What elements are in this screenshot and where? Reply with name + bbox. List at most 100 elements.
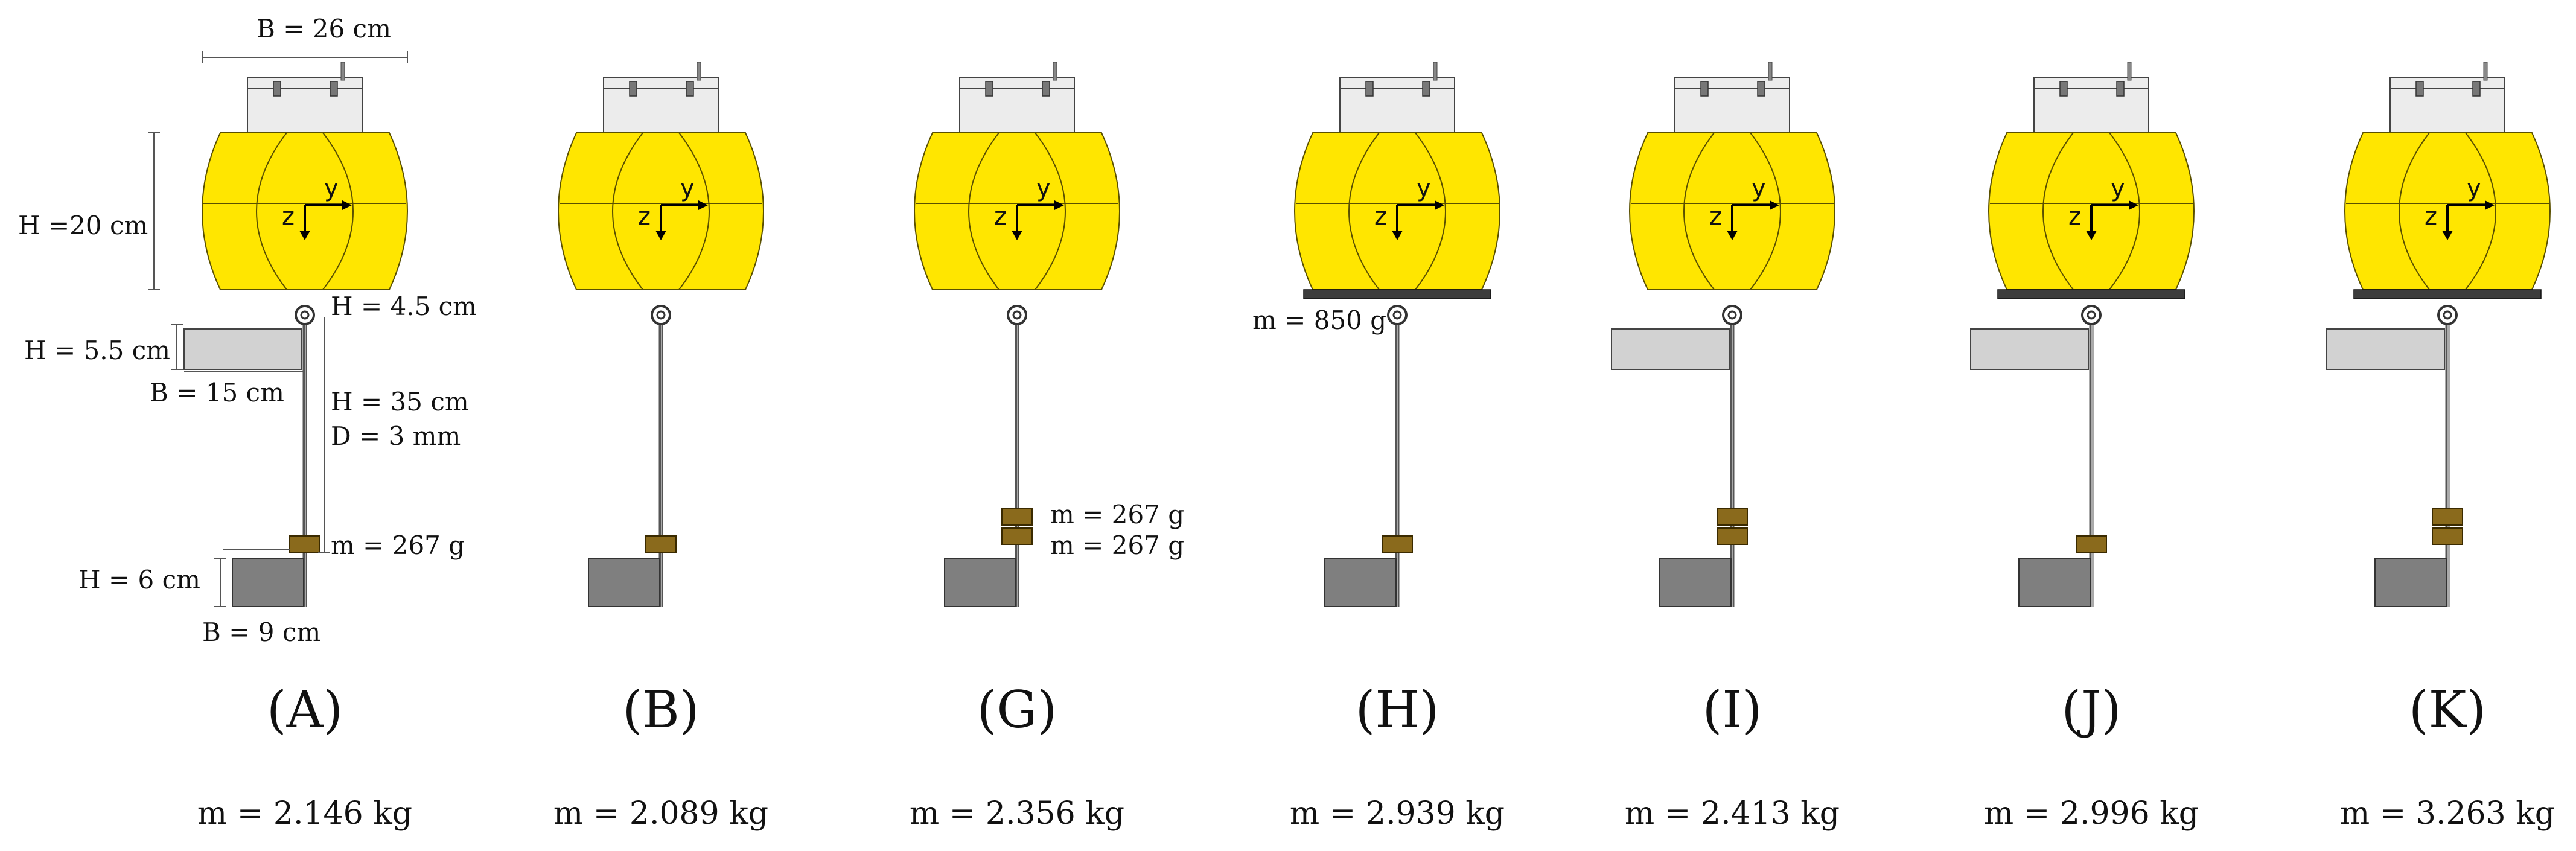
ballast-height-label: H = 6 cm bbox=[78, 565, 200, 594]
buoy-panel-j: yz bbox=[1970, 62, 2195, 607]
joint-height-label: H = 4.5 cm bbox=[331, 292, 477, 321]
buoy-panel-b: yz bbox=[558, 62, 764, 607]
brass-mass bbox=[645, 535, 677, 553]
housing-latch bbox=[2059, 81, 2068, 97]
housing-latch bbox=[273, 81, 281, 97]
plate-width-label: B = 15 cm bbox=[150, 378, 284, 407]
float-seam bbox=[2465, 132, 2496, 290]
float-seam bbox=[256, 132, 287, 290]
z-axis-arrow bbox=[299, 231, 310, 240]
ballast-block bbox=[588, 558, 660, 607]
mass-g-bottom-label: m = 267 g bbox=[1050, 531, 1184, 560]
z-axis-label: z bbox=[282, 203, 295, 231]
antenna bbox=[697, 62, 701, 81]
antenna bbox=[2483, 62, 2488, 81]
housing-latch bbox=[2472, 81, 2481, 97]
float-seam bbox=[1683, 132, 1715, 290]
buoy-panel-a: yz bbox=[183, 62, 408, 607]
housing-latch bbox=[629, 81, 637, 97]
ring-joint-inner bbox=[2087, 310, 2096, 320]
rod-height-label: H = 35 cm bbox=[331, 387, 469, 416]
panel-label: (A) bbox=[267, 680, 343, 739]
panel-label: (H) bbox=[1356, 680, 1439, 739]
housing-box bbox=[247, 77, 363, 133]
y-axis-label: y bbox=[2111, 174, 2125, 202]
float-seam bbox=[1750, 132, 1781, 290]
ring-joint-inner bbox=[1392, 310, 1402, 320]
housing-box bbox=[1339, 77, 1455, 133]
housing-latch bbox=[1042, 81, 1050, 97]
brass-mass bbox=[1717, 508, 1748, 526]
panel-label: (J) bbox=[2061, 680, 2121, 739]
brass-mass bbox=[2432, 527, 2463, 545]
y-axis-arrow bbox=[2129, 200, 2138, 210]
housing-latch bbox=[2116, 81, 2125, 97]
side-plate bbox=[183, 328, 302, 370]
ballast-block bbox=[1324, 558, 1397, 607]
antenna bbox=[340, 62, 345, 81]
y-axis-label: y bbox=[680, 174, 695, 202]
brass-mass bbox=[1382, 535, 1413, 553]
y-axis-label: y bbox=[1036, 174, 1051, 202]
housing-latch bbox=[330, 81, 338, 97]
ballast-width-label: B = 9 cm bbox=[202, 617, 320, 647]
z-axis-label: z bbox=[994, 203, 1007, 231]
ballast-block bbox=[944, 558, 1016, 607]
panel-total-mass: m = 2.413 kg bbox=[1625, 795, 1840, 832]
ballast-block bbox=[1659, 558, 1732, 607]
float-seam bbox=[968, 132, 999, 290]
float-width-label: B = 26 cm bbox=[257, 14, 391, 43]
housing-latch bbox=[1757, 81, 1765, 97]
housing-latch bbox=[1365, 81, 1374, 97]
z-axis-label: z bbox=[2068, 203, 2081, 231]
dimension-annotations bbox=[148, 51, 408, 607]
panel-total-mass: m = 2.939 kg bbox=[1290, 795, 1505, 832]
brass-mass bbox=[2432, 508, 2463, 526]
y-axis-arrow bbox=[1770, 200, 1779, 210]
panel-total-mass: m = 2.146 kg bbox=[197, 795, 412, 832]
mass-g-top-label: m = 267 g bbox=[1050, 500, 1184, 529]
float-seam bbox=[1415, 132, 1446, 290]
float-seam bbox=[678, 132, 710, 290]
antenna bbox=[1053, 62, 1057, 81]
z-axis-label: z bbox=[638, 203, 651, 231]
plate-height-label: H = 5.5 cm bbox=[24, 336, 170, 365]
panel-total-mass: m = 2.356 kg bbox=[910, 795, 1124, 832]
mass-label: m = 267 g bbox=[331, 531, 465, 560]
z-axis-arrow bbox=[2442, 231, 2453, 240]
ring-joint-inner bbox=[656, 310, 666, 320]
antenna bbox=[1768, 62, 1773, 81]
y-axis-label: y bbox=[1417, 174, 1431, 202]
panel-total-mass: m = 2.996 kg bbox=[1984, 795, 2199, 832]
panel-label: (K) bbox=[2409, 680, 2486, 739]
ballast-block bbox=[232, 558, 304, 607]
y-axis-arrow bbox=[342, 200, 352, 210]
housing-latch bbox=[686, 81, 694, 97]
float-seam bbox=[322, 132, 354, 290]
housing-latch bbox=[1700, 81, 1709, 97]
housing-box bbox=[2033, 77, 2149, 133]
ring-joint-inner bbox=[1012, 310, 1022, 320]
ring-joint-inner bbox=[300, 310, 310, 320]
housing-box bbox=[603, 77, 719, 133]
z-axis-arrow bbox=[1392, 231, 1403, 240]
brass-mass bbox=[1001, 508, 1033, 526]
brass-mass bbox=[1717, 527, 1748, 545]
float-height-label: H =20 cm bbox=[18, 211, 148, 240]
y-axis-arrow bbox=[698, 200, 708, 210]
panel-total-mass: m = 3.263 kg bbox=[2340, 795, 2555, 832]
housing-box bbox=[1674, 77, 1790, 133]
z-axis-label: z bbox=[2425, 203, 2437, 231]
bottom-plate bbox=[1303, 289, 1491, 299]
side-plate bbox=[1611, 328, 1730, 370]
y-axis-label: y bbox=[324, 174, 339, 202]
ballast-block bbox=[2018, 558, 2091, 607]
bottom-plate bbox=[2353, 289, 2542, 299]
housing-latch bbox=[1422, 81, 1430, 97]
float-seam bbox=[612, 132, 643, 290]
ballast-block bbox=[2374, 558, 2447, 607]
float-seam bbox=[2399, 132, 2430, 290]
z-axis-label: z bbox=[1709, 203, 1722, 231]
